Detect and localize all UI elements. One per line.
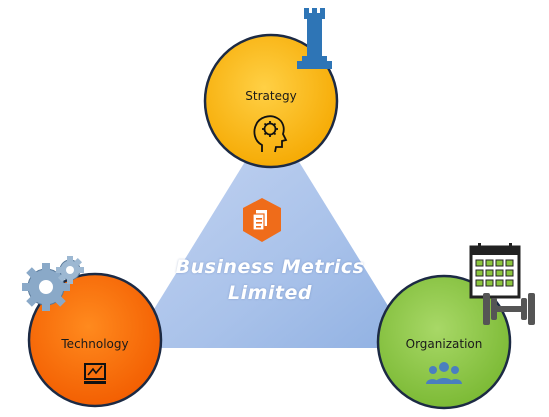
company-title-line2: Limited xyxy=(228,282,312,304)
technology-node xyxy=(27,272,163,408)
organization-label: Organization xyxy=(405,337,483,351)
dumbbell-icon xyxy=(483,293,535,325)
technology-label: Technology xyxy=(61,337,129,351)
people-group-icon xyxy=(426,362,462,384)
document-badge xyxy=(243,198,281,242)
calendar-icon xyxy=(469,243,521,299)
company-title: Business Metrics Limited xyxy=(170,254,370,306)
strategy-label: Strategy xyxy=(245,89,297,103)
document-icon xyxy=(252,210,267,231)
monitor-chart-icon xyxy=(84,363,106,384)
rook-icon xyxy=(297,8,332,69)
head-gear-icon xyxy=(253,115,288,153)
organization-node xyxy=(376,274,512,410)
gears-icon xyxy=(22,256,84,311)
company-title-line1: Business Metrics xyxy=(175,256,365,278)
